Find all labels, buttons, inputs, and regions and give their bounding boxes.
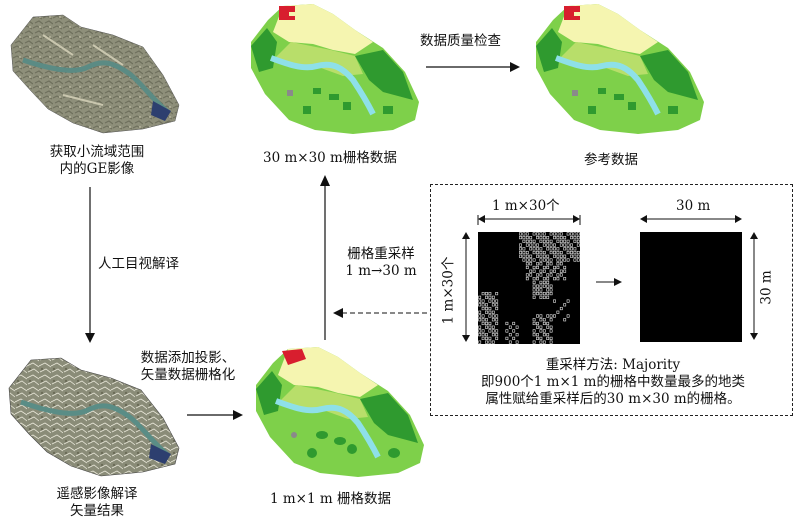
arrow-left-dashed bbox=[333, 308, 430, 318]
raster-1m-map bbox=[248, 345, 428, 480]
resample-label: 栅格重采样 1 m→30 m bbox=[336, 246, 426, 280]
cell-side-dimension bbox=[750, 232, 758, 340]
vector-result-label-line1: 遥感影像解译 bbox=[56, 486, 138, 502]
cell-side-label: 30 m bbox=[758, 270, 775, 305]
arrow-down-left bbox=[85, 187, 95, 343]
resample-inset-box bbox=[430, 184, 793, 416]
ge-image-label-line2: 内的GE影像 bbox=[59, 161, 135, 177]
projection-label-line2: 矢量数据栅格化 bbox=[140, 367, 236, 383]
coarse-cell bbox=[640, 232, 742, 342]
inset-caption-line1: 重采样方法: Majority bbox=[545, 357, 681, 373]
reference-label: 参考数据 bbox=[584, 152, 638, 168]
ge-image-label-line1: 获取小流域范围 bbox=[49, 144, 145, 160]
ge-image-label: 获取小流域范围 内的GE影像 bbox=[22, 144, 172, 178]
inset-caption-line3: 属性赋给重采样后的30 m×30 m的栅格。 bbox=[485, 391, 741, 407]
arrow-up-middle bbox=[320, 175, 330, 340]
reference-map bbox=[528, 2, 708, 137]
vector-result-label: 遥感影像解译 矢量结果 bbox=[22, 486, 172, 520]
raster-1m-label: 1 m×1 m 栅格数据 bbox=[270, 491, 391, 507]
arrow-right-quality bbox=[426, 62, 520, 72]
projection-label-line1: 数据添加投影、 bbox=[140, 350, 236, 366]
raster-30m-map bbox=[243, 2, 423, 137]
grid-top-dimension bbox=[477, 215, 581, 225]
grid-side-dimension bbox=[462, 232, 470, 342]
resample-label-line2: 1 m→30 m bbox=[345, 263, 417, 279]
cell-top-dimension bbox=[640, 215, 742, 223]
projection-label: 数据添加投影、 矢量数据栅格化 bbox=[138, 350, 238, 384]
quality-check-label: 数据质量检查 bbox=[420, 33, 501, 49]
grid-side-label: 1 m×30个 bbox=[440, 256, 457, 325]
vector-result-label-line2: 矢量结果 bbox=[70, 503, 124, 519]
fine-grid bbox=[478, 232, 580, 344]
arrow-right-projection bbox=[187, 410, 243, 420]
raster-30m-label: 30 m×30 m栅格数据 bbox=[263, 150, 397, 166]
arrow-right-inset bbox=[596, 278, 622, 286]
ge-satellite-image bbox=[3, 5, 185, 140]
vector-result-image bbox=[3, 350, 185, 482]
inset-caption: 重采样方法: Majority 即900个1 m×1 m的栅格中数量最多的地类 … bbox=[440, 357, 786, 408]
resample-label-line1: 栅格重采样 bbox=[347, 246, 415, 262]
grid-top-label: 1 m×30个 bbox=[492, 198, 560, 214]
inset-caption-line2: 即900个1 m×1 m的栅格中数量最多的地类 bbox=[481, 374, 745, 390]
visual-interp-label: 人工目视解译 bbox=[98, 256, 179, 272]
cell-top-label: 30 m bbox=[676, 198, 711, 214]
